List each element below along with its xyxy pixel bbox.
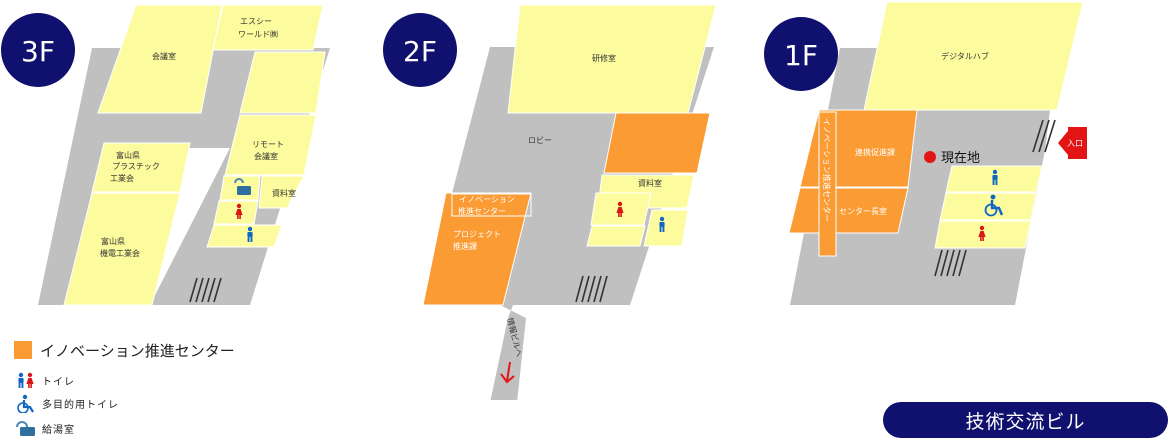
- room-3f-electric: [63, 192, 181, 306]
- arrow-to-info-building: [500, 361, 515, 384]
- building-name: 技術交流ビル: [965, 410, 1086, 433]
- stairs-3f: [189, 277, 222, 303]
- stairs-1f-entrance: [1032, 119, 1056, 153]
- label-3f-plastic-3: 工業会: [110, 173, 134, 183]
- stairs-1f: [934, 249, 967, 277]
- label-3f-remote-2: 会議室: [254, 151, 278, 161]
- floor-maps: 3F 会議室 エスシー ワールド㈱ リモート 会議室 資料室 富山県 プラスチッ…: [1, 1, 1087, 400]
- label-3f-meeting: 会議室: [152, 51, 176, 61]
- floor-1f-badge: 1F: [764, 17, 838, 91]
- current-location-label: 現在地: [941, 151, 980, 166]
- label-3f-electric-2: 機電工業会: [100, 248, 140, 258]
- room-3f-remote: [224, 114, 317, 176]
- label-1f-innovation-vertical: イノベーション推進センター: [822, 118, 832, 222]
- label-2f-training: 研修室: [592, 53, 616, 63]
- room-2f-toilet-male: [643, 209, 689, 247]
- label-2f-lobby: ロビー: [528, 136, 552, 145]
- building-name-banner: 技術交流ビル: [883, 402, 1168, 438]
- legend-kitchen: 給湯室: [14, 418, 75, 438]
- room-2f-orange-office: [603, 112, 711, 174]
- room-3f-remote-upper: [239, 51, 326, 114]
- room-3f-meeting: [97, 4, 223, 114]
- legend-accessible-toilet-label: 多目的用トイレ: [42, 399, 119, 411]
- label-3f-plastic-1: 富山県: [116, 150, 140, 160]
- label-3f-archive: 資料室: [272, 188, 296, 198]
- label-3f-remote-1: リモート: [252, 140, 284, 149]
- room-2f-corner: [586, 225, 646, 247]
- legend-kitchen-label: 給湯室: [42, 424, 75, 436]
- entrance-arrow: 入口: [1058, 127, 1087, 159]
- innovation-center-frame: [451, 193, 532, 217]
- floor-2f: 2F 研修室 ロビー 資料室 イノベーション 推進センター プロジェクト 推進課…: [383, 4, 717, 400]
- label-1f-digital-hub: デジタルハブ: [941, 51, 989, 61]
- floor-2f-label: 2F: [403, 35, 437, 68]
- floor-3f-label: 3F: [21, 35, 55, 68]
- legend-accessible-toilet: 多目的用トイレ: [14, 393, 119, 414]
- room-3f-archive: [258, 175, 305, 209]
- floor-3f-badge: 3F: [1, 13, 75, 87]
- current-location-marker: [924, 151, 936, 163]
- room-3f-plastic: [91, 142, 191, 193]
- label-2f-innovation-2: 推進センター: [458, 206, 506, 216]
- room-3f-esc-world: [212, 4, 324, 51]
- label-3f-electric-1: 富山県: [101, 236, 125, 246]
- floor-1f-label: 1F: [784, 39, 818, 72]
- room-3f-toilet-female: [213, 200, 259, 225]
- label-2f-innovation-1: イノベーション: [459, 195, 515, 204]
- label-2f-archive: 資料室: [638, 178, 662, 188]
- label-2f-project-2: 推進課: [453, 241, 477, 251]
- legend-innovation: イノベーション推進センター: [14, 340, 235, 360]
- legend-toilet: トイレ: [14, 370, 75, 390]
- legend-toilet-label: トイレ: [42, 376, 75, 388]
- label-3f-esc-1: エスシー: [240, 17, 272, 26]
- kitchen-icon: [234, 178, 251, 195]
- entrance-label: 入口: [1067, 139, 1083, 148]
- legend-innovation-label: イノベーション推進センター: [40, 341, 235, 360]
- accessible-toilet-icon: [14, 393, 38, 414]
- label-2f-project-1: プロジェクト: [453, 230, 501, 239]
- floor-2f-badge: 2F: [383, 13, 457, 87]
- stairs-2f: [575, 275, 608, 303]
- floor-1f: 現在地 入口 1F デジタルハブ 連携促進課 センター長室 イノベーション推進セ…: [764, 1, 1087, 305]
- label-3f-plastic-2: プラスチック: [112, 162, 160, 171]
- label-1f-director: センター長室: [839, 206, 887, 216]
- legend-innovation-swatch: [14, 341, 32, 359]
- label-3f-esc-2: ワールド㈱: [238, 29, 278, 39]
- room-1f-digital-hub: [863, 1, 1084, 111]
- floor-3f: 3F 会議室 エスシー ワールド㈱ リモート 会議室 資料室 富山県 プラスチッ…: [1, 4, 330, 306]
- room-1f-innovation-vertical: [818, 111, 837, 257]
- room-3f-toilet-male: [206, 224, 283, 248]
- toilet-icon: [14, 370, 38, 390]
- room-2f-innovation: [422, 192, 532, 306]
- label-1f-collab: 連携促進課: [855, 147, 895, 157]
- kitchen-icon: [14, 418, 38, 438]
- accessible-toilet-icon: [984, 194, 1004, 217]
- legend: イノベーション推進センター トイレ 多目的用トイレ: [14, 340, 334, 438]
